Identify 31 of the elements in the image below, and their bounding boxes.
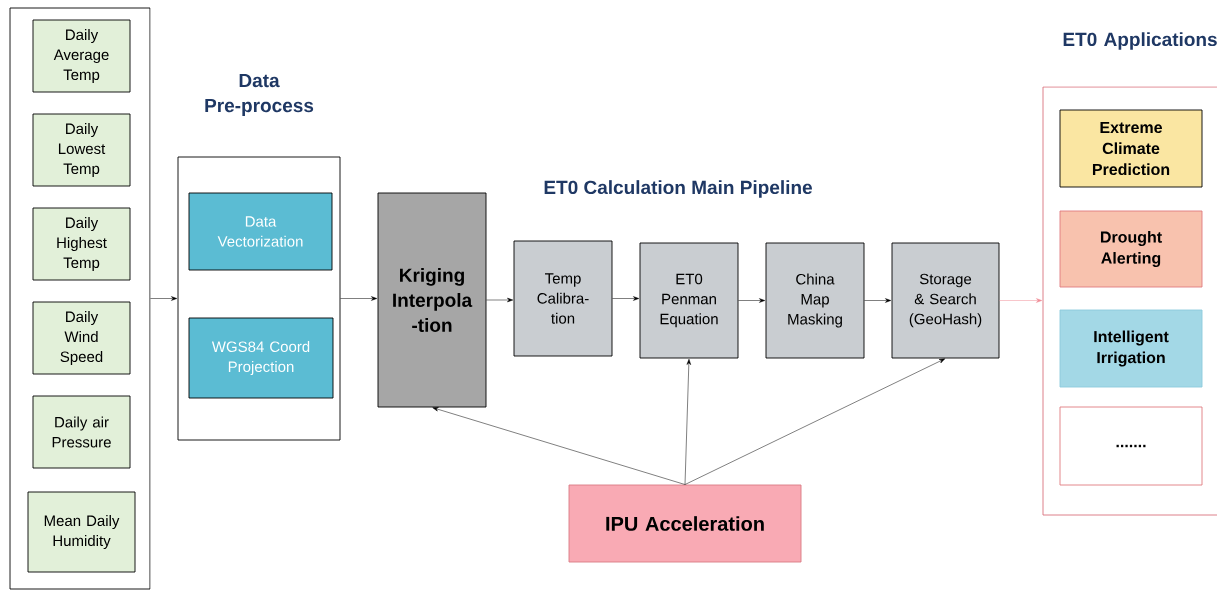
application-box: Drought Alerting bbox=[1059, 210, 1203, 288]
process-box: Temp Calibra- tion bbox=[513, 240, 613, 357]
process-box: WGS84 Coord Projection bbox=[188, 317, 334, 399]
process-box: Kriging Interpola -tion bbox=[377, 192, 487, 408]
process-box: Storage & Search (GeoHash) bbox=[891, 242, 1000, 359]
arrow bbox=[432, 407, 686, 485]
input-box: Daily Wind Speed bbox=[32, 301, 131, 375]
arrow bbox=[486, 297, 514, 303]
process-box: Data Vectorization bbox=[188, 192, 333, 271]
arrow bbox=[999, 298, 1043, 303]
process-box: ET0 Penman Equation bbox=[639, 242, 739, 359]
application-box: Extreme Climate Prediction bbox=[1059, 109, 1203, 188]
input-box: Daily Lowest Temp bbox=[32, 113, 131, 187]
input-box: Daily Highest Temp bbox=[32, 207, 131, 281]
accelerator-box: IPU Acceleration bbox=[568, 484, 802, 563]
arrow bbox=[612, 296, 640, 301]
application-box: ....... bbox=[1059, 406, 1203, 486]
arrow bbox=[738, 298, 766, 303]
arrow bbox=[864, 298, 892, 303]
process-box: China Map Masking bbox=[765, 242, 865, 359]
input-box: Daily Average Temp bbox=[32, 19, 131, 93]
input-box: Daily air Pressure bbox=[32, 395, 131, 469]
section-heading: ET0 Calculation Main Pipeline bbox=[544, 180, 812, 198]
arrow bbox=[150, 296, 178, 301]
node-label: Data Pre-process bbox=[205, 74, 314, 117]
application-box: Intelligent Irrigation bbox=[1059, 309, 1203, 388]
node-label: ET0 Applications bbox=[1063, 32, 1217, 50]
arrow bbox=[684, 358, 946, 485]
arrow bbox=[340, 296, 378, 301]
arrow bbox=[684, 358, 691, 485]
input-box: Mean Daily Humidity bbox=[27, 491, 136, 573]
